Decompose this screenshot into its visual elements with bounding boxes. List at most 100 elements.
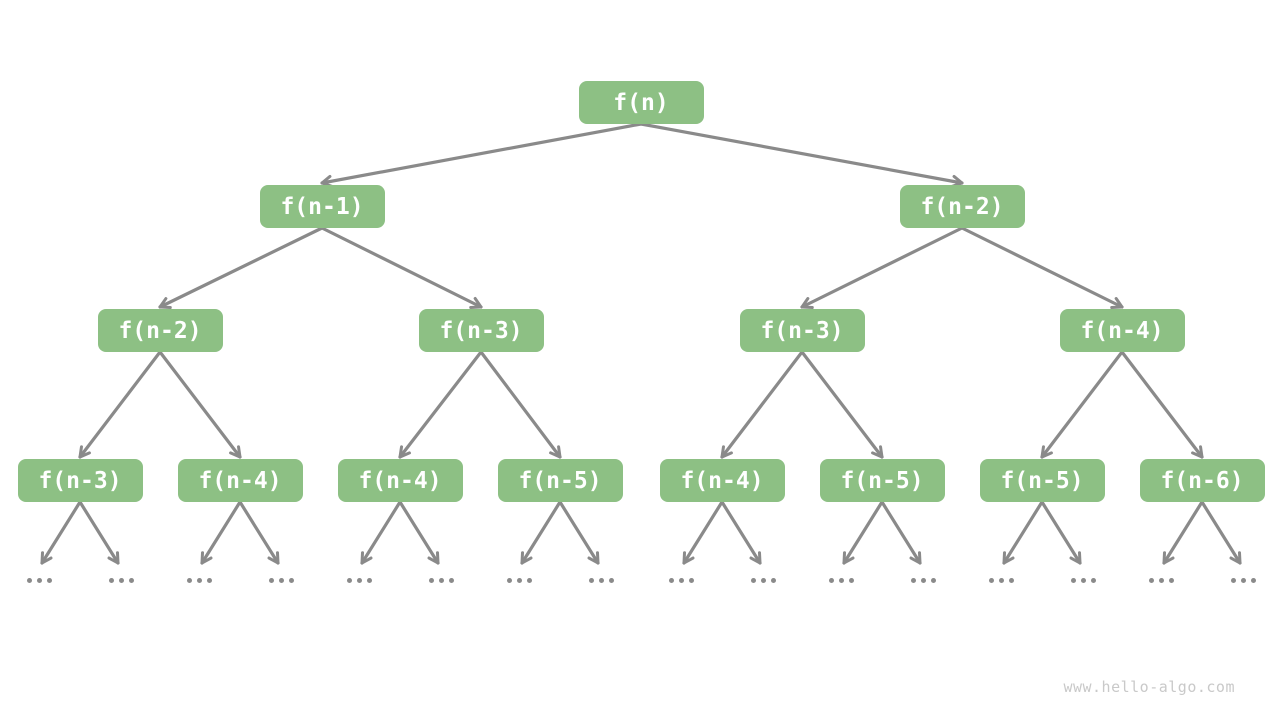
tree-node: f(n-5)	[497, 459, 623, 502]
edge-arrow	[200, 500, 242, 565]
tree-node: f(n)	[578, 81, 704, 124]
ellipsis-dot	[1241, 578, 1246, 583]
tree-node: f(n-4)	[1059, 309, 1185, 352]
ellipsis-dot	[129, 578, 134, 583]
ellipsis-dot	[931, 578, 936, 583]
ellipsis	[27, 578, 52, 583]
edge-arrow	[360, 500, 402, 565]
ellipsis-dot	[1231, 578, 1236, 583]
ellipsis-dot	[289, 578, 294, 583]
edge-arrow	[558, 500, 600, 565]
ellipsis	[829, 578, 854, 583]
edge-arrow	[78, 500, 120, 565]
ellipsis-dot	[37, 578, 42, 583]
tree-node: f(n-2)	[899, 185, 1025, 228]
ellipsis-dot	[1149, 578, 1154, 583]
ellipsis	[269, 578, 294, 583]
ellipsis-dot	[439, 578, 444, 583]
edge-arrow	[720, 350, 804, 459]
tree-node: f(n-3)	[739, 309, 865, 352]
edge-arrow	[158, 350, 242, 459]
ellipsis-dot	[1169, 578, 1174, 583]
ellipsis-dot	[599, 578, 604, 583]
edge-arrow	[800, 350, 884, 459]
ellipsis-dot	[1081, 578, 1086, 583]
ellipsis-dot	[609, 578, 614, 583]
ellipsis-dot	[197, 578, 202, 583]
ellipsis-dot	[517, 578, 522, 583]
ellipsis-dot	[449, 578, 454, 583]
tree-node: f(n-4)	[659, 459, 785, 502]
edge-arrow	[1120, 350, 1204, 459]
edge-arrow	[880, 500, 922, 565]
ellipsis-dot	[999, 578, 1004, 583]
ellipsis	[669, 578, 694, 583]
edge-arrow	[40, 500, 82, 565]
edge-arrow	[158, 226, 324, 310]
edge-arrow	[1200, 500, 1242, 565]
ellipsis-dot	[921, 578, 926, 583]
ellipsis-dot	[109, 578, 114, 583]
ellipsis-dot	[839, 578, 844, 583]
edge-arrow	[639, 122, 964, 188]
tree-node: f(n-5)	[819, 459, 945, 502]
ellipsis	[751, 578, 776, 583]
edge-arrow	[398, 350, 483, 459]
edge-arrow	[842, 500, 884, 565]
ellipsis-dot	[679, 578, 684, 583]
ellipsis-dot	[1159, 578, 1164, 583]
tree-node: f(n-3)	[17, 459, 143, 502]
edge-arrow	[398, 500, 440, 565]
ellipsis-dot	[187, 578, 192, 583]
ellipsis-dot	[207, 578, 212, 583]
edge-arrow	[1040, 350, 1124, 459]
edge-arrow	[1162, 500, 1204, 565]
ellipsis-dot	[357, 578, 362, 583]
ellipsis	[1231, 578, 1256, 583]
edge-arrow	[78, 350, 162, 459]
ellipsis-dot	[507, 578, 512, 583]
tree-node: f(n-4)	[337, 459, 463, 502]
edge-arrow	[479, 350, 562, 459]
ellipsis-dot	[669, 578, 674, 583]
edge-arrow	[1002, 500, 1044, 565]
edge-arrow	[682, 500, 724, 565]
edge-arrow	[320, 226, 483, 309]
ellipsis-dot	[1091, 578, 1096, 583]
ellipsis-dot	[429, 578, 434, 583]
ellipsis-dot	[849, 578, 854, 583]
ellipsis-dot	[119, 578, 124, 583]
ellipsis-dot	[279, 578, 284, 583]
ellipsis-dot	[527, 578, 532, 583]
ellipsis-dot	[829, 578, 834, 583]
ellipsis-dot	[689, 578, 694, 583]
edge-arrow	[800, 226, 964, 309]
ellipsis	[1149, 578, 1174, 583]
ellipsis-dot	[1009, 578, 1014, 583]
ellipsis-dot	[1071, 578, 1076, 583]
ellipsis	[347, 578, 372, 583]
ellipsis-dot	[367, 578, 372, 583]
edge-arrow	[960, 226, 1124, 309]
ellipsis-dot	[347, 578, 352, 583]
ellipsis	[429, 578, 454, 583]
watermark-text: www.hello-algo.com	[1063, 678, 1235, 696]
ellipsis	[507, 578, 532, 583]
ellipsis-dot	[27, 578, 32, 583]
ellipsis-dot	[1251, 578, 1256, 583]
tree-node: f(n-3)	[418, 309, 544, 352]
ellipsis	[989, 578, 1014, 583]
ellipsis	[187, 578, 212, 583]
ellipsis-dot	[47, 578, 52, 583]
tree-node: f(n-2)	[97, 309, 223, 352]
tree-node: f(n-6)	[1139, 459, 1265, 502]
edge-arrow	[1040, 500, 1082, 565]
ellipsis-dot	[269, 578, 274, 583]
tree-node: f(n-5)	[979, 459, 1105, 502]
ellipsis	[911, 578, 936, 583]
edge-arrow	[520, 500, 562, 565]
edge-arrow	[238, 500, 280, 565]
ellipsis-dot	[989, 578, 994, 583]
ellipsis	[589, 578, 614, 583]
